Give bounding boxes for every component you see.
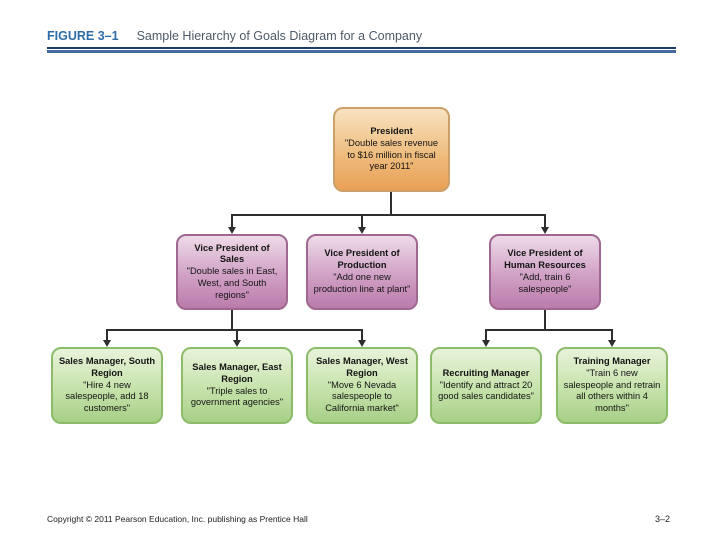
- node-vp-production: Vice President of Production "Add one ne…: [306, 234, 418, 310]
- connector-segment: [232, 214, 545, 216]
- figure-header: FIGURE 3–1 Sample Hierarchy of Goals Diag…: [47, 27, 676, 45]
- connector-segment: [611, 329, 613, 340]
- connector-segment: [106, 329, 108, 340]
- arrowhead-down-icon: [103, 340, 111, 347]
- node-title: Vice President of Human Resources: [504, 248, 586, 271]
- node-title: Sales Manager, South Region: [58, 356, 156, 378]
- connector-segment: [231, 310, 233, 330]
- node-goal: "Identify and attract 20 good sales cand…: [438, 379, 534, 402]
- figure-title: Sample Hierarchy of Goals Diagram for a …: [136, 29, 423, 43]
- node-training-manager: Training Manager "Train 6 new salespeopl…: [556, 347, 668, 424]
- node-goal: "Train 6 new salespeople and retrain all…: [563, 367, 661, 414]
- connector-segment: [390, 192, 392, 215]
- node-vp-human-resources: Vice President of Human Resources "Add, …: [489, 234, 601, 310]
- node-goal: "Add one new production line at plant": [313, 272, 411, 294]
- node-vp-sales: Vice President of Sales "Double sales in…: [176, 234, 288, 310]
- header-rule-top: [47, 47, 676, 49]
- connector-segment: [107, 329, 362, 331]
- node-president: President "Double sales revenue to $16 m…: [333, 107, 450, 192]
- node-title: Sales Manager, East Region: [192, 361, 282, 384]
- node-goal: "Move 6 Nevada salespeople to California…: [325, 379, 399, 414]
- node-goal: "Add, train 6 salespeople": [518, 272, 572, 294]
- connector-segment: [236, 329, 238, 340]
- node-goal: "Double sales revenue to $16 million in …: [344, 137, 439, 172]
- arrowhead-down-icon: [233, 340, 241, 347]
- arrowhead-down-icon: [541, 227, 549, 234]
- connector-segment: [544, 310, 546, 330]
- connector-segment: [486, 329, 612, 331]
- arrowhead-down-icon: [358, 340, 366, 347]
- connector-segment: [361, 214, 363, 228]
- node-title: Recruiting Manager: [442, 367, 530, 378]
- connector-segment: [544, 214, 546, 228]
- node-title: Vice President of Sales: [194, 242, 270, 265]
- node-sales-manager-south: Sales Manager, South Region "Hire 4 new …: [51, 347, 163, 424]
- connector-segment: [485, 329, 487, 340]
- node-sales-manager-east: Sales Manager, East Region "Triple sales…: [181, 347, 293, 424]
- node-goal: "Triple sales to government agencies": [190, 385, 284, 408]
- connector-segment: [361, 329, 363, 340]
- arrowhead-down-icon: [608, 340, 616, 347]
- node-goal: "Double sales in East, West, and South r…: [186, 266, 278, 300]
- node-sales-manager-west: Sales Manager, West Region "Move 6 Nevad…: [306, 347, 418, 424]
- node-title: Sales Manager, West Region: [316, 356, 408, 378]
- node-title: Vice President of Production: [324, 248, 400, 271]
- connector-segment: [231, 214, 233, 228]
- node-recruiting-manager: Recruiting Manager "Identify and attract…: [430, 347, 542, 424]
- arrowhead-down-icon: [228, 227, 236, 234]
- arrowhead-down-icon: [482, 340, 490, 347]
- arrowhead-down-icon: [358, 227, 366, 234]
- node-goal: "Hire 4 new salespeople, add 18 customer…: [65, 379, 149, 414]
- node-title: Training Manager: [573, 356, 651, 366]
- header-rule: [47, 47, 676, 53]
- copyright-text: Copyright © 2011 Pearson Education, Inc.…: [47, 514, 308, 524]
- node-title: President: [370, 125, 413, 136]
- page-number: 3–2: [654, 514, 670, 524]
- figure-label: FIGURE 3–1: [47, 29, 119, 43]
- header-rule-bottom: [47, 50, 676, 53]
